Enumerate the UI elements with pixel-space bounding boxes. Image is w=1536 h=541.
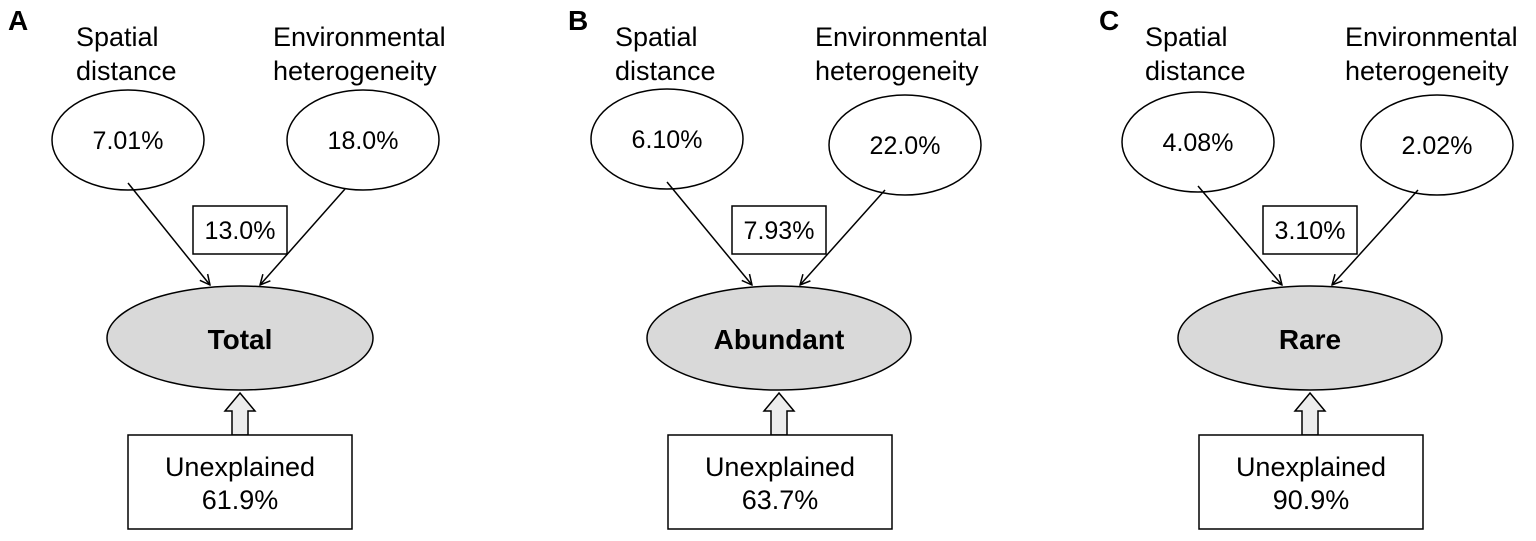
community-label: Abundant	[714, 324, 845, 355]
environmental-arrow	[800, 189, 886, 285]
spatial-value: 7.01%	[93, 127, 164, 155]
panel-b: B Spatial distance Environmental heterogenei…	[568, 5, 988, 530]
spatial-value: 4.08%	[1163, 129, 1234, 157]
environmental-arrow	[260, 188, 346, 285]
unexplained-box	[127, 434, 353, 530]
unexplained-box	[1198, 434, 1424, 530]
shared-box	[1262, 205, 1358, 255]
spatial-arrow	[666, 181, 752, 285]
unexplained-value: 61.9%	[202, 485, 279, 515]
unexplained-label: Unexplained	[1236, 452, 1386, 482]
spatial-value: 6.10%	[632, 126, 703, 154]
environmental-value: 2.02%	[1402, 132, 1473, 160]
environmental-label-line1: Environmental	[273, 22, 446, 52]
environmental-value: 18.0%	[328, 127, 399, 155]
spatial-label-line1: Spatial	[1145, 22, 1228, 52]
environmental-label-line2: heterogeneity	[273, 56, 437, 86]
spatial-label-line2: distance	[615, 56, 716, 86]
community-label: Rare	[1279, 324, 1341, 355]
unexplained-label: Unexplained	[705, 452, 855, 482]
environmental-node	[286, 89, 440, 191]
community-label: Total	[208, 324, 273, 355]
environmental-arrow	[1332, 189, 1419, 285]
spatial-node	[590, 88, 744, 190]
community-node	[1177, 285, 1443, 391]
environmental-value: 22.0%	[870, 132, 941, 160]
shared-box	[192, 205, 288, 255]
community-node	[106, 285, 374, 391]
spatial-node	[51, 89, 205, 191]
spatial-label-line2: distance	[1145, 56, 1246, 86]
shared-value: 3.10%	[1275, 217, 1346, 245]
environmental-label-line2: heterogeneity	[815, 56, 979, 86]
community-node	[646, 285, 912, 391]
panel-a: A Spatial distance Environmental heterogenei…	[8, 5, 446, 530]
spatial-arrow	[1197, 185, 1282, 285]
spatial-node	[1121, 91, 1275, 193]
unexplained-box	[667, 434, 893, 530]
environmental-label-line1: Environmental	[1345, 22, 1518, 52]
spatial-arrow	[127, 182, 210, 285]
shared-value: 7.93%	[744, 217, 815, 245]
shared-box	[731, 205, 827, 255]
unexplained-value: 90.9%	[1273, 485, 1350, 515]
panel-c: C Spatial distance Environmental heterogenei…	[1099, 5, 1518, 530]
environmental-label-line1: Environmental	[815, 22, 988, 52]
unexplained-value: 63.7%	[742, 485, 819, 515]
unexplained-arrow	[223, 391, 257, 436]
unexplained-label: Unexplained	[165, 452, 315, 482]
shared-value: 13.0%	[205, 217, 276, 245]
unexplained-arrow	[1293, 391, 1327, 436]
spatial-label-line1: Spatial	[76, 22, 159, 52]
panel-letter: A	[8, 5, 28, 36]
environmental-label-line2: heterogeneity	[1345, 56, 1509, 86]
panel-letter: B	[568, 5, 588, 36]
unexplained-arrow	[762, 391, 796, 436]
environmental-node	[1360, 94, 1514, 196]
spatial-label-line2: distance	[76, 56, 177, 86]
environmental-node	[828, 94, 982, 196]
spatial-label-line1: Spatial	[615, 22, 698, 52]
panel-letter: C	[1099, 5, 1119, 36]
